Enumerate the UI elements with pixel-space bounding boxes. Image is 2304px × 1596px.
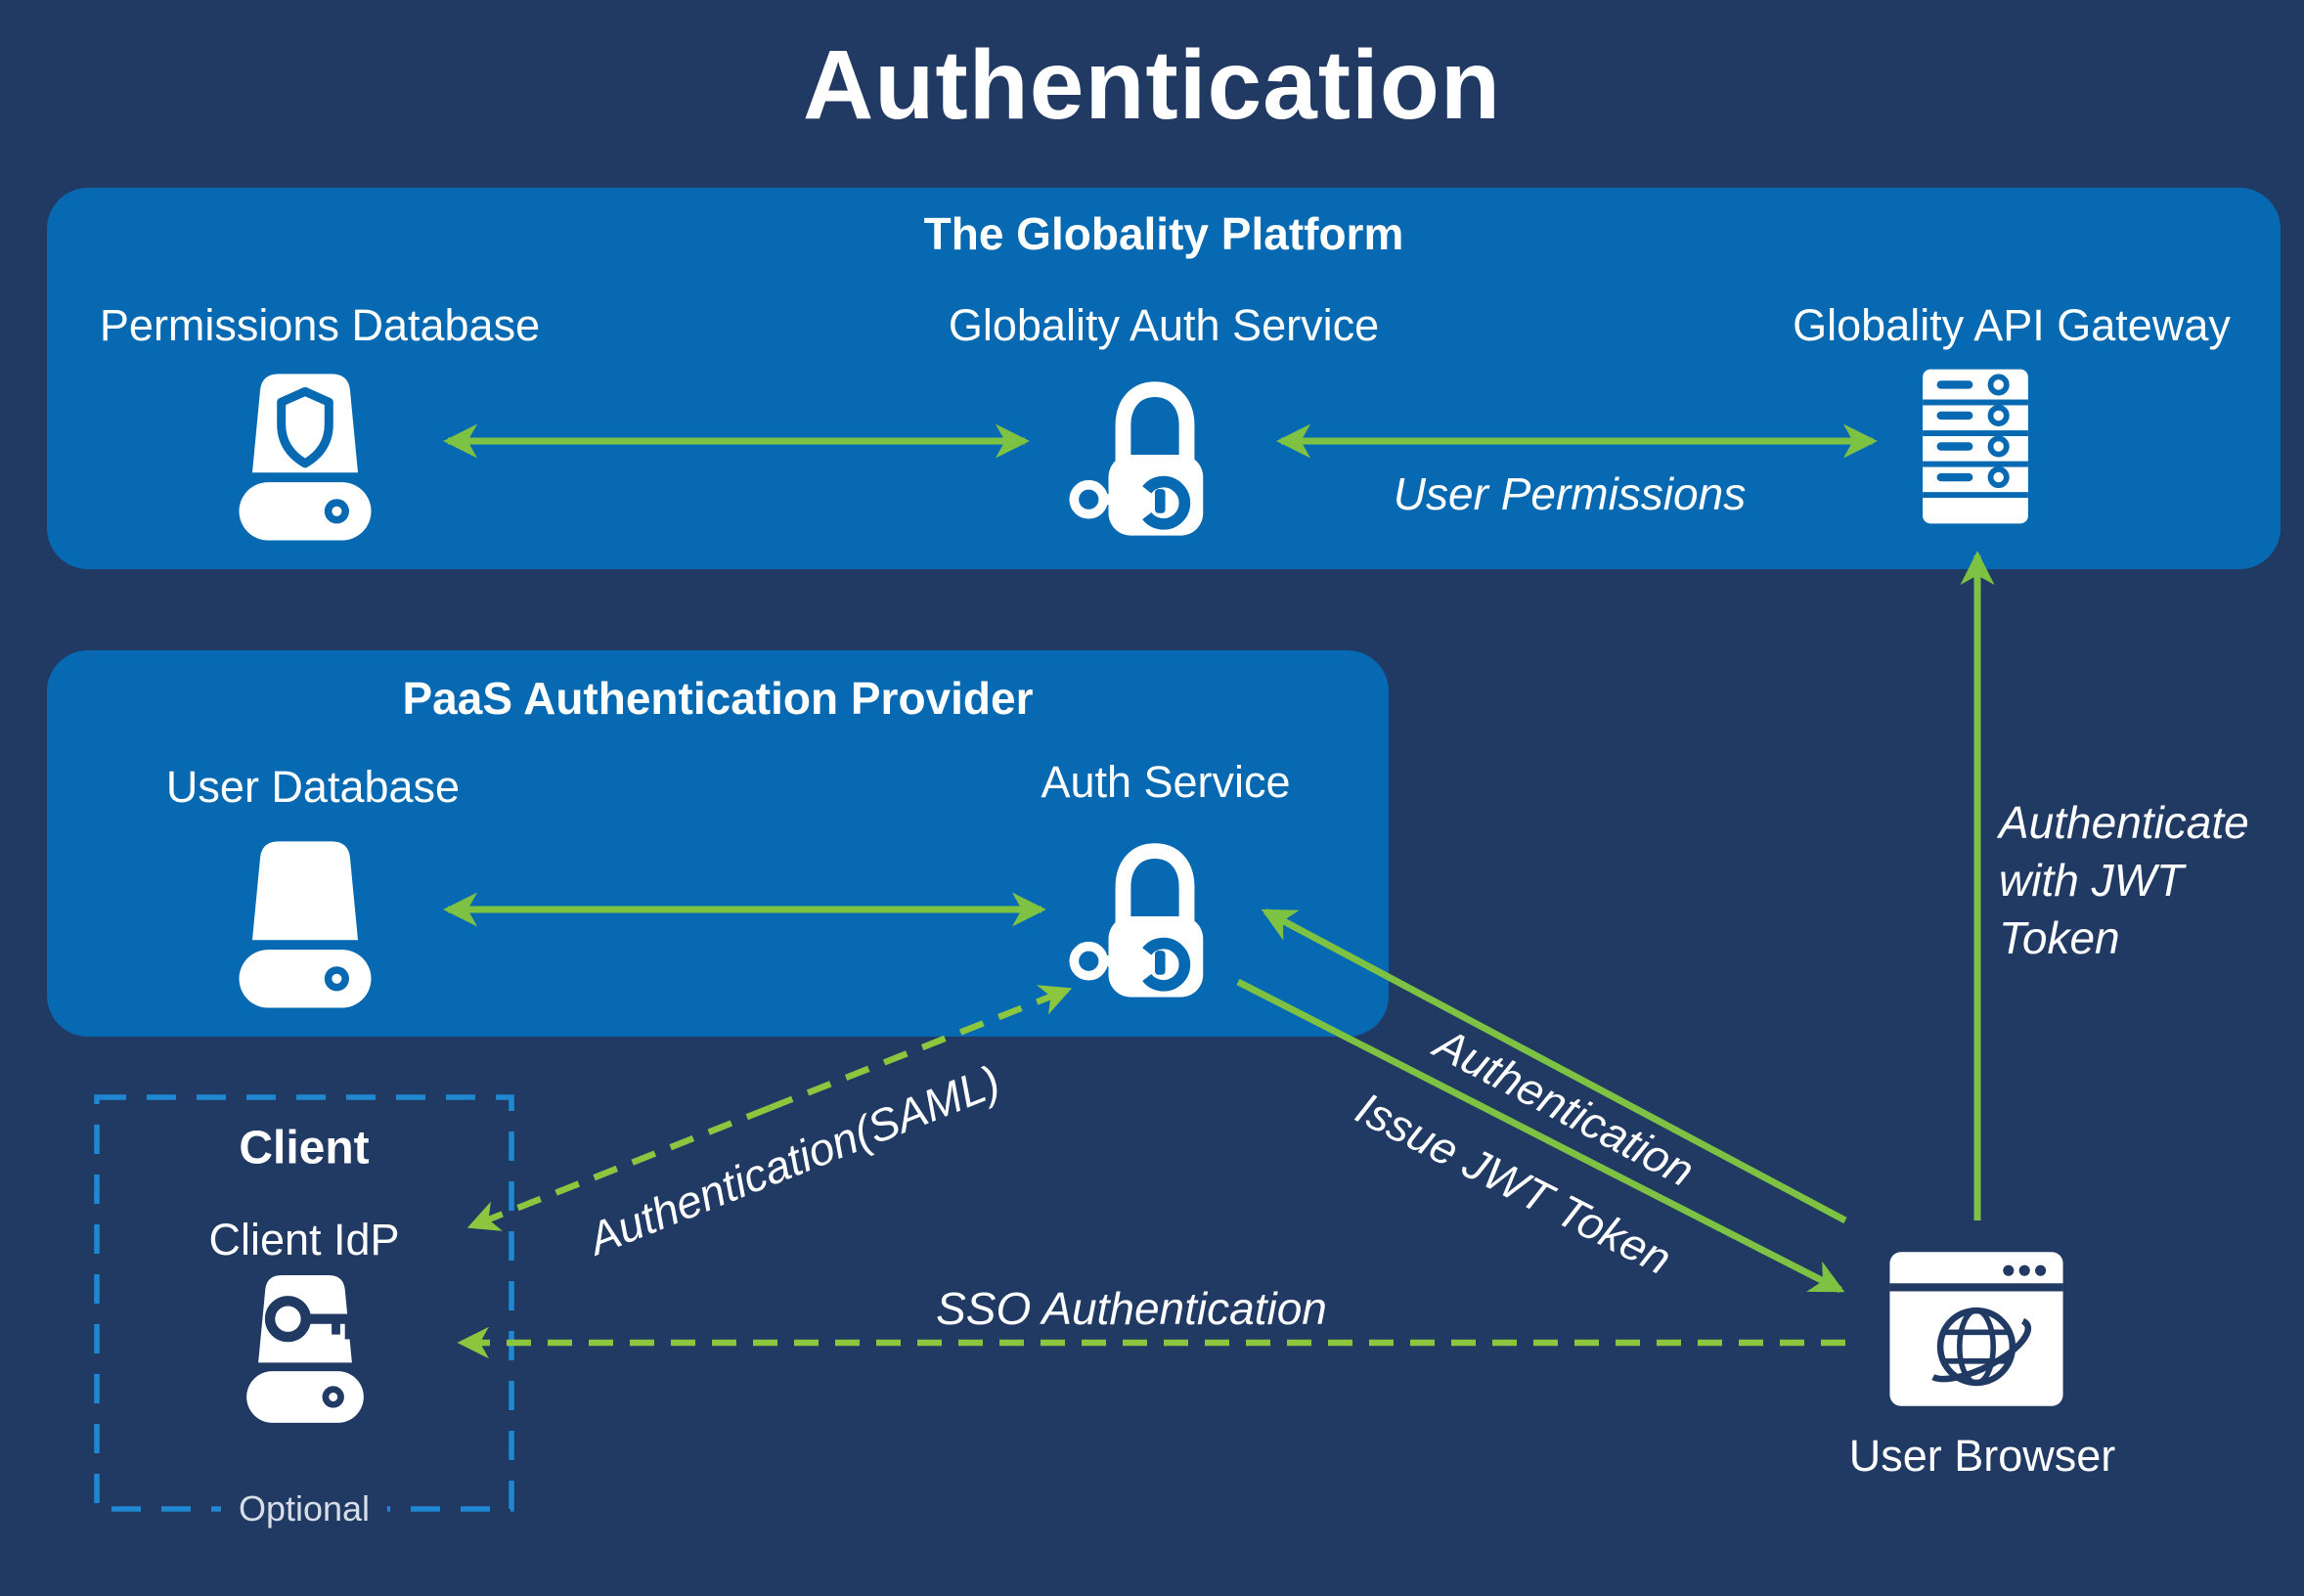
page-title: Authentication: [803, 30, 1501, 140]
permissions-database-label: Permissions Database: [99, 300, 541, 350]
lock-key-icon: [1069, 843, 1204, 998]
saml-annotation: Authentication(SAML): [581, 1055, 1007, 1264]
database-shield-icon: [239, 374, 372, 541]
browser-globe-icon: [1889, 1252, 2063, 1406]
globality-api-gateway-label: Globality API Gateway: [1793, 300, 2231, 350]
server-stack-icon: [1923, 369, 2028, 524]
globality-platform-title: The Globality Platform: [923, 208, 1404, 259]
sso-annotation: SSO Authentication: [936, 1283, 1327, 1334]
optional-note: Optional: [220, 1488, 388, 1530]
database-icon: [239, 841, 372, 1008]
user-database-label: User Database: [165, 762, 461, 812]
client-idp-label: Client IdP: [208, 1215, 400, 1264]
lock-key-icon: [1069, 381, 1204, 536]
user-permissions-annotation: User Permissions: [1393, 468, 1747, 519]
auth-service-label: Auth Service: [1041, 757, 1291, 807]
user-browser-label: User Browser: [1848, 1431, 2116, 1481]
globality-auth-service-label: Globality Auth Service: [948, 300, 1380, 350]
client-box-title: Client: [239, 1122, 370, 1175]
database-key-icon: [246, 1274, 364, 1423]
authenticate-jwt-annotation: Authenticate with JWT Token: [1999, 797, 2249, 963]
paas-provider-title: PaaS Authentication Provider: [402, 673, 1034, 724]
